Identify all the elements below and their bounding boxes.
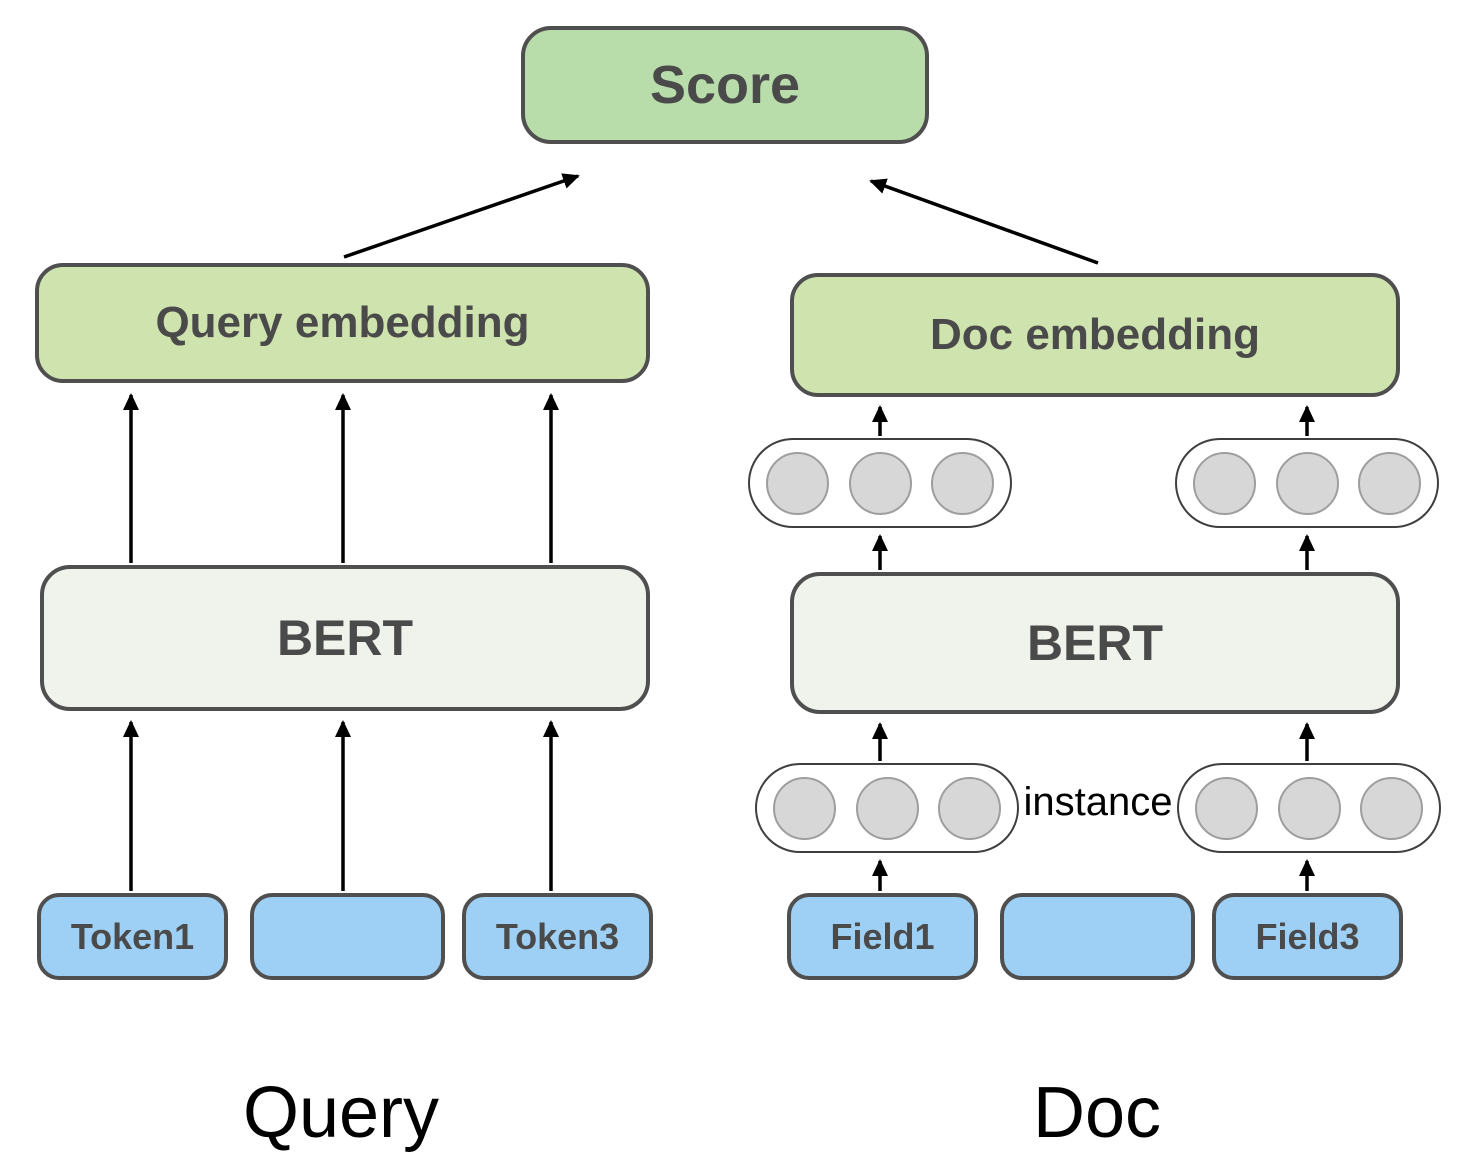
query-caption: Query <box>242 1073 440 1153</box>
instance-label: instance <box>1023 779 1173 824</box>
query-bert-box: BERT <box>40 565 650 711</box>
token1-box: Token1 <box>37 893 228 980</box>
token2-box <box>250 893 445 980</box>
doc-pooled-vector-right <box>1175 438 1439 528</box>
vector-dot <box>1275 451 1339 515</box>
score-box: Score <box>521 26 929 144</box>
doc-instance-vector-right <box>1177 763 1441 853</box>
vector-dot <box>773 776 836 840</box>
field1-box: Field1 <box>787 893 978 980</box>
doc-bert-box: BERT <box>790 572 1400 714</box>
vector-dot <box>938 776 1001 840</box>
doc-caption: Doc <box>1032 1073 1162 1153</box>
doc-instance-vector-left <box>755 763 1019 853</box>
doc-pooled-vector-left <box>748 438 1012 528</box>
field3-box: Field3 <box>1212 893 1403 980</box>
vector-dot <box>1193 451 1256 515</box>
vector-dot <box>931 451 994 515</box>
vector-dot <box>1360 776 1423 840</box>
vector-dot <box>848 451 912 515</box>
vector-dot <box>1277 776 1341 840</box>
token3-box: Token3 <box>462 893 653 980</box>
doc-embedding-box: Doc embedding <box>790 273 1400 397</box>
vector-dot <box>1358 451 1421 515</box>
query-embedding-box: Query embedding <box>35 263 650 383</box>
vector-dot <box>766 451 829 515</box>
vector-dot <box>1195 776 1258 840</box>
field2-box <box>1000 893 1195 980</box>
vector-dot <box>855 776 919 840</box>
